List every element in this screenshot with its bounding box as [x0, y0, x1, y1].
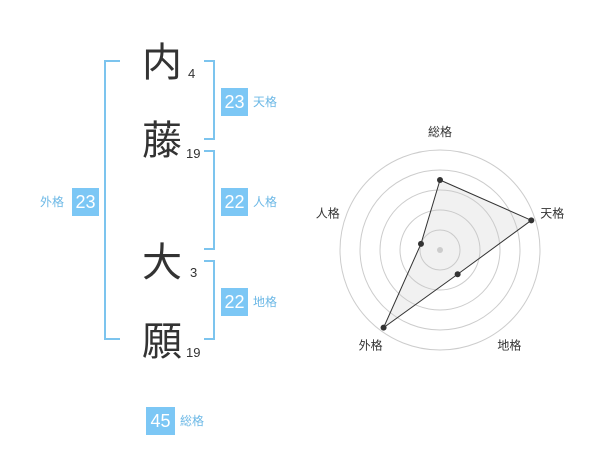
tenkaku-bracket	[204, 60, 215, 140]
radar-polygon	[382, 179, 533, 330]
radar-ring-2	[399, 209, 481, 291]
radar-ring-4	[359, 169, 521, 331]
gaikaku-value: 23	[72, 188, 99, 216]
name-char-3: 大	[142, 240, 182, 286]
name-char-4: 願	[142, 319, 182, 365]
radar-axis-label-3: 地格	[497, 337, 521, 352]
radar-point-5	[417, 240, 424, 247]
radar-axis-label-2: 天格	[540, 206, 564, 221]
radar-point-3	[454, 271, 461, 278]
radar-ring-5	[339, 149, 541, 351]
radar-point-1	[437, 177, 443, 183]
soukaku-label: 総格	[180, 414, 205, 428]
stroke-count-2: 19	[186, 146, 201, 161]
gaikaku-bracket	[104, 60, 120, 340]
radar-point-4	[380, 324, 387, 331]
gaikaku-label: 外格	[40, 195, 65, 209]
chikaku-value: 22	[221, 288, 248, 316]
radar-ring-3	[379, 189, 501, 311]
radar-axis-label-4: 外格	[359, 337, 383, 352]
name-char-2: 藤	[142, 118, 182, 164]
tenkaku-value: 23	[221, 88, 248, 116]
jinkaku-label: 人格	[253, 195, 278, 209]
name-char-1: 内	[142, 40, 182, 86]
radar-center-point	[437, 247, 443, 253]
jinkaku-bracket	[204, 150, 215, 250]
radar-point-2	[528, 217, 535, 224]
tenkaku-label: 天格	[253, 95, 278, 109]
chikaku-label: 地格	[253, 295, 278, 309]
stroke-count-3: 3	[190, 265, 198, 280]
chikaku-bracket	[204, 260, 215, 340]
stroke-count-4: 19	[186, 345, 201, 360]
radar-axis-label-5: 人格	[316, 206, 340, 221]
soukaku-value: 45	[146, 407, 175, 435]
stroke-count-1: 4	[188, 66, 196, 81]
radar-ring-1	[419, 229, 461, 271]
jinkaku-value: 22	[221, 188, 248, 216]
radar-axis-label-1: 総格	[428, 124, 452, 139]
